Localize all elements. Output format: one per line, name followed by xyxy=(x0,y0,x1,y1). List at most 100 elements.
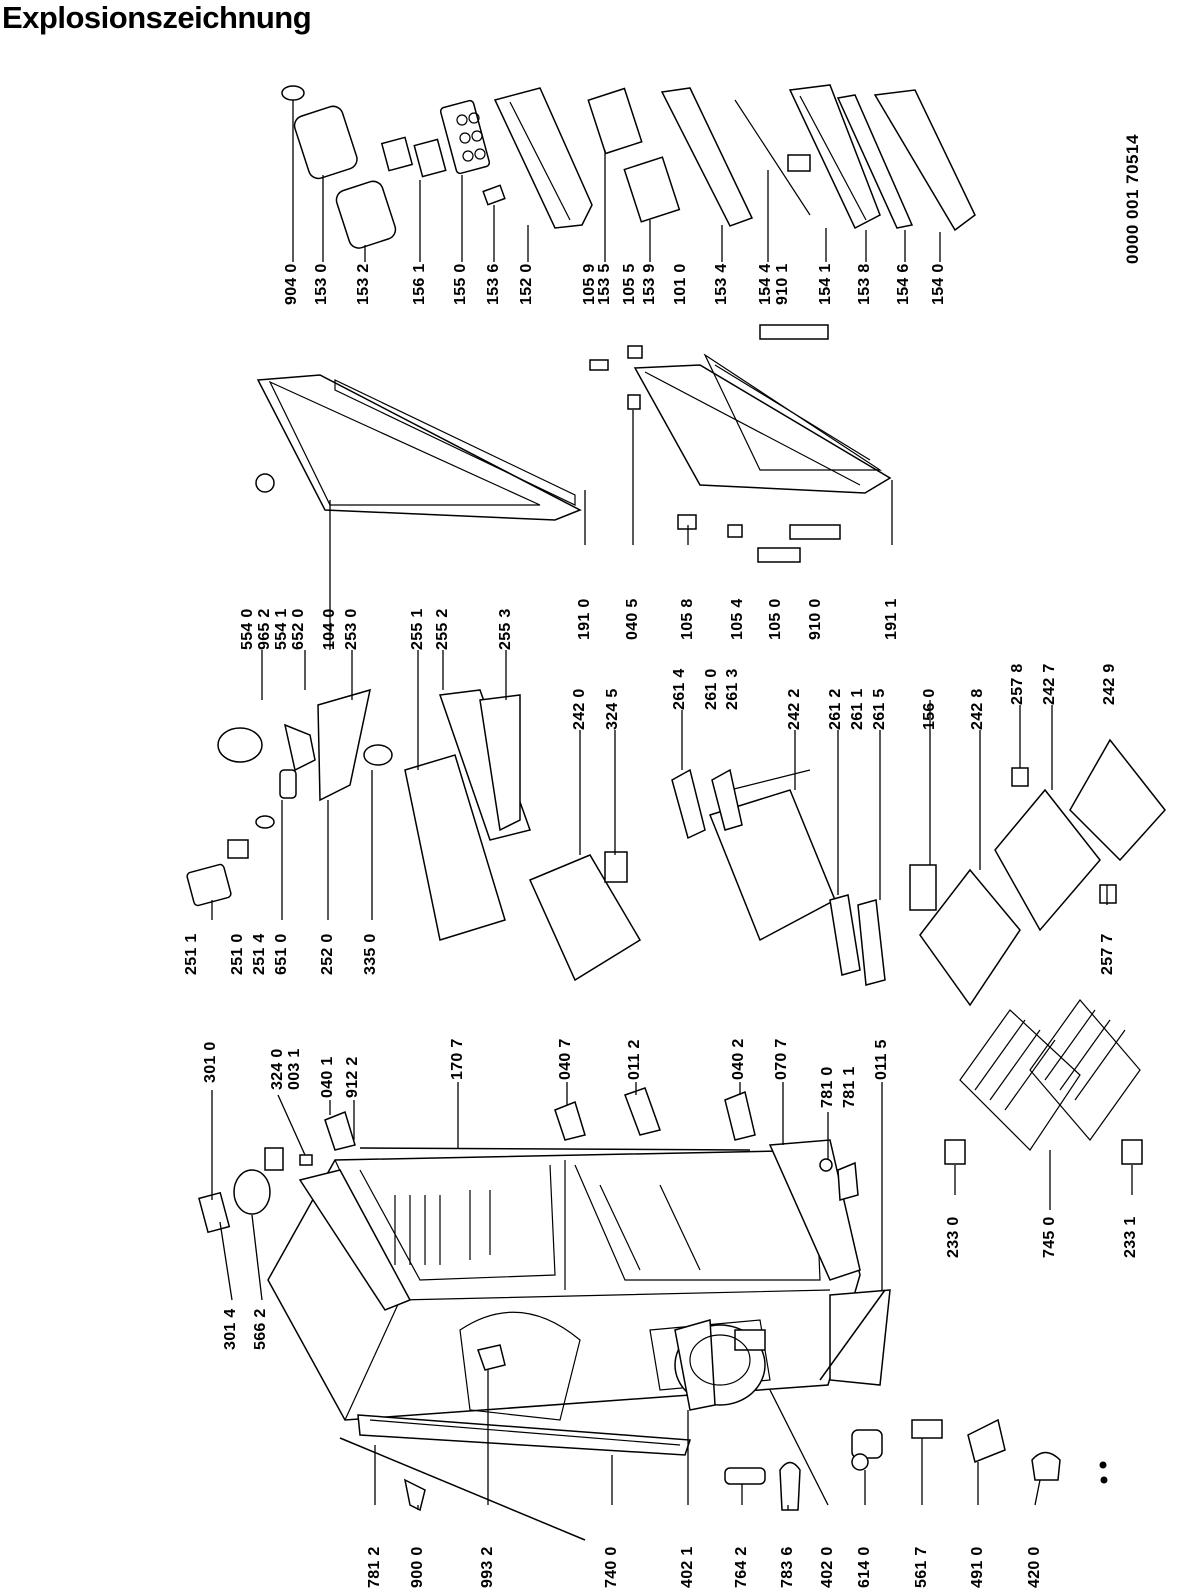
part-label: 154 0 xyxy=(930,263,947,305)
part-label: 261 0 xyxy=(703,668,720,710)
fridge-door xyxy=(255,374,582,521)
part-label: 153 5 xyxy=(596,263,613,305)
part-label: 251 1 xyxy=(183,933,200,975)
part-label: 261 1 xyxy=(849,688,866,730)
part-label: 242 8 xyxy=(969,688,986,730)
part-label: 153 4 xyxy=(713,263,730,305)
part-label: 335 0 xyxy=(362,933,379,975)
part-label: 261 3 xyxy=(724,668,741,710)
part-label: 233 0 xyxy=(945,1216,962,1258)
part-label: 154 6 xyxy=(895,263,912,305)
part-label: 255 1 xyxy=(409,608,426,650)
part-label: 105 5 xyxy=(621,263,638,305)
part-label: 191 1 xyxy=(883,598,900,640)
part-label: 040 1 xyxy=(319,1056,336,1098)
diagram-title: Explosionszeichnung xyxy=(2,0,312,35)
part-label: 910 0 xyxy=(807,598,824,640)
part-label: 912 2 xyxy=(344,1056,361,1098)
part-label: 301 4 xyxy=(222,1308,239,1350)
part-label: 153 9 xyxy=(641,263,658,305)
part-label: 261 2 xyxy=(827,688,844,730)
part-label: 257 8 xyxy=(1009,663,1026,705)
part-label: 154 1 xyxy=(817,263,834,305)
part-label: 105 4 xyxy=(729,598,746,640)
part-label: 153 8 xyxy=(856,263,873,305)
part-label: 261 5 xyxy=(871,688,888,730)
part-label: 191 0 xyxy=(576,598,593,640)
part-label: 301 0 xyxy=(202,1041,219,1083)
part-label: 152 0 xyxy=(518,263,535,305)
part-label: 252 0 xyxy=(319,933,336,975)
bottom-parts xyxy=(339,1344,1108,1541)
part-label: 261 4 xyxy=(671,668,688,710)
part-label: 900 0 xyxy=(409,1546,426,1588)
part-label: 253 0 xyxy=(343,608,360,650)
part-label: 156 1 xyxy=(411,263,428,305)
part-label: 104 0 xyxy=(321,608,338,650)
part-label: 155 0 xyxy=(452,263,469,305)
part-label: 561 7 xyxy=(913,1546,930,1588)
part-label: 402 0 xyxy=(819,1546,836,1588)
part-label: 783 6 xyxy=(779,1546,796,1588)
part-label: 910 1 xyxy=(774,263,791,305)
part-label: 651 0 xyxy=(273,933,290,975)
part-label: 101 0 xyxy=(672,263,689,305)
part-label: 011 2 xyxy=(626,1039,643,1080)
part-label: 251 4 xyxy=(251,933,268,975)
part-label: 554 1 xyxy=(273,608,290,650)
part-label: 242 2 xyxy=(786,688,803,730)
part-label: 491 0 xyxy=(969,1546,986,1588)
part-label: 040 2 xyxy=(730,1038,747,1080)
upper-cabinet-parts xyxy=(198,1087,886,1381)
part-label: 614 0 xyxy=(856,1546,873,1588)
part-label: 255 2 xyxy=(434,608,451,650)
part-label: 740 0 xyxy=(603,1546,620,1588)
drawers xyxy=(528,738,1166,1007)
part-label: 402 1 xyxy=(679,1546,696,1588)
part-label: 154 4 xyxy=(757,263,774,305)
part-label: 781 2 xyxy=(366,1546,383,1588)
wire-racks xyxy=(944,999,1143,1165)
part-label: 242 9 xyxy=(1101,663,1118,705)
part-label: 105 8 xyxy=(679,598,696,640)
part-label: 251 0 xyxy=(229,933,246,975)
part-label: 242 7 xyxy=(1041,663,1058,705)
leader-lines-top xyxy=(292,100,941,262)
part-label: 993 2 xyxy=(479,1546,496,1588)
part-label: 011 5 xyxy=(873,1039,890,1080)
door-accessories-group xyxy=(281,84,976,249)
part-label: 745 0 xyxy=(1041,1216,1058,1258)
part-label: 153 2 xyxy=(355,263,372,305)
part-label: 257 7 xyxy=(1099,933,1116,975)
leader-lines-middle xyxy=(211,410,1108,920)
part-label: 255 3 xyxy=(497,608,514,650)
part-label: 324 5 xyxy=(604,688,621,730)
part-label: 003 1 xyxy=(286,1048,303,1090)
part-label: 652 0 xyxy=(290,608,307,650)
leader-lines-bottom xyxy=(211,1082,1133,1510)
part-label: 781 1 xyxy=(841,1066,858,1108)
part-label: 153 0 xyxy=(313,263,330,305)
part-label: 242 0 xyxy=(571,688,588,730)
part-label: 781 0 xyxy=(819,1066,836,1108)
compressor xyxy=(674,1319,766,1411)
part-label: 324 0 xyxy=(269,1048,286,1090)
part-label: 040 7 xyxy=(557,1038,574,1080)
part-label: 153 6 xyxy=(485,263,502,305)
part-label: 554 0 xyxy=(239,608,256,650)
part-label: 965 2 xyxy=(256,608,273,650)
freezer-door xyxy=(589,324,892,563)
part-label: 170 7 xyxy=(449,1038,466,1080)
part-label: 764 2 xyxy=(733,1546,750,1588)
part-label: 105 0 xyxy=(767,598,784,640)
part-label: 070 7 xyxy=(773,1038,790,1080)
cabinet-body xyxy=(267,1139,891,1456)
part-label: 904 0 xyxy=(283,263,300,305)
part-label: 040 5 xyxy=(624,598,641,640)
part-label: 420 0 xyxy=(1026,1546,1043,1588)
controls-and-shelves xyxy=(186,688,531,941)
part-label: 566 2 xyxy=(252,1308,269,1350)
part-label: 233 1 xyxy=(1122,1216,1139,1258)
part-label: 156 0 xyxy=(921,688,938,730)
